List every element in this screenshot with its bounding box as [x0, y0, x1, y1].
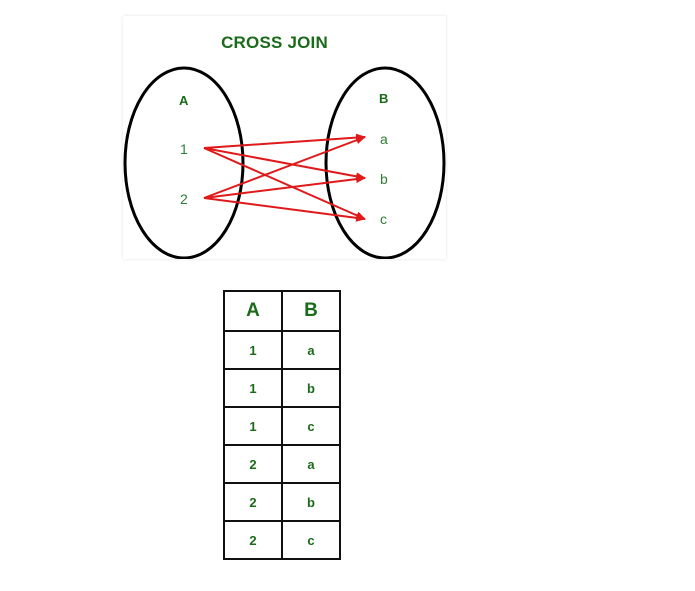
table-cell: b — [281, 368, 341, 408]
arrow-2-to-b — [203, 175, 366, 199]
diagram-title: CROSS JOIN — [221, 33, 328, 52]
set-b-element: a — [380, 131, 388, 147]
set-a-element: 2 — [180, 191, 188, 207]
table-cell: a — [281, 444, 341, 484]
table-cell: 1 — [223, 330, 283, 370]
arrow-1-to-a — [203, 133, 366, 149]
table-row: 2 b — [223, 482, 341, 522]
arrow-2-to-a — [203, 136, 366, 199]
arrow-2-to-c — [203, 197, 366, 222]
set-b-element: c — [380, 211, 387, 227]
cross-join-result-table: A B 1 a 1 b 1 c 2 a 2 b 2 c — [223, 290, 341, 560]
table-cell: c — [281, 520, 341, 560]
table-cell: 1 — [223, 406, 283, 446]
table-cell: 2 — [223, 520, 283, 560]
table-cell: 2 — [223, 482, 283, 522]
table-row: 2 a — [223, 444, 341, 484]
table-row: 2 c — [223, 520, 341, 560]
set-a-ellipse — [123, 66, 245, 259]
table-cell: c — [281, 406, 341, 446]
table-cell: a — [281, 330, 341, 370]
diagram-canvas — [123, 66, 446, 259]
table-row: 1 a — [223, 330, 341, 370]
table-row: 1 b — [223, 368, 341, 408]
set-a-element: 1 — [180, 141, 188, 157]
arrow-1-to-c — [203, 147, 366, 220]
mapping-arrows — [203, 133, 366, 222]
table-header-row: A B — [223, 290, 341, 332]
table-cell: 1 — [223, 368, 283, 408]
table-cell: 2 — [223, 444, 283, 484]
set-b-label: B — [379, 91, 389, 106]
set-b-ellipse — [324, 66, 446, 259]
column-header-a: A — [223, 290, 283, 332]
arrow-1-to-b — [203, 147, 366, 181]
table-cell: b — [281, 482, 341, 522]
set-a-label: A — [179, 93, 189, 108]
set-b-element: b — [380, 171, 388, 187]
table-row: 1 c — [223, 406, 341, 446]
column-header-b: B — [281, 290, 341, 332]
cross-join-diagram: CROSS JOIN A B 1 2 a b c — [123, 16, 446, 259]
